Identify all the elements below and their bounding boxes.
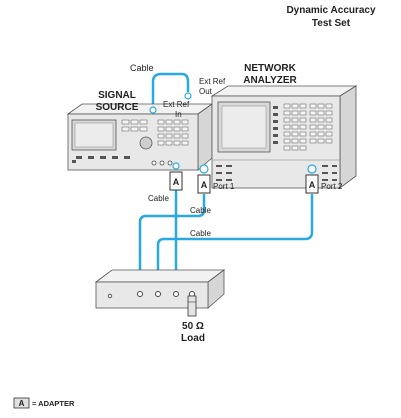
- fifty-ohm-load: [187, 295, 197, 317]
- ext-ref-out-label-1: Ext Ref: [199, 77, 226, 86]
- signal-source: [66, 103, 214, 171]
- ext-ref-in-connector: [149, 106, 157, 114]
- test-set-top: [94, 269, 226, 283]
- port1-label: Port 1: [213, 182, 235, 191]
- network-analyzer-label-1: NETWORK: [244, 63, 296, 74]
- port1-connector: [199, 164, 209, 174]
- cable-label-source: Cable: [148, 194, 169, 203]
- title-line2: Test Set: [312, 18, 351, 29]
- test-set-connectors: [137, 291, 179, 297]
- adapter-legend-symbol: A: [19, 399, 25, 408]
- port2-label: Port 2: [321, 182, 343, 191]
- adapter-port1-label: A: [201, 180, 208, 190]
- signal-source-power-switch: [72, 160, 76, 163]
- signal-source-connectors: [151, 160, 173, 166]
- signal-source-knob: [139, 136, 153, 150]
- adapter-port1: A: [197, 174, 211, 194]
- network-analyzer-port-arrows: [216, 165, 337, 181]
- ext-ref-out-label-2: Out: [199, 87, 213, 96]
- ext-ref-out-connector: [184, 92, 192, 100]
- network-analyzer-keypad: [283, 103, 333, 151]
- signal-source-rf-output: [172, 162, 180, 170]
- dynamic-accuracy-test-set: [94, 269, 226, 309]
- signal-source-top: [66, 103, 214, 115]
- cable-label-mid2: Cable: [190, 229, 211, 238]
- ext-ref-cable: [151, 72, 190, 108]
- network-analyzer-top: [210, 85, 358, 97]
- ext-ref-in-label-2: In: [175, 110, 182, 119]
- signal-source-label-1: SIGNAL: [98, 90, 136, 101]
- title-line1: Dynamic Accuracy: [286, 5, 376, 16]
- port2-connector: [307, 164, 317, 174]
- cable-label-top: Cable: [130, 63, 154, 73]
- load-word-label: Load: [181, 333, 205, 344]
- port1-to-testset-cable: [138, 194, 206, 282]
- cables: [138, 72, 314, 282]
- network-analyzer-side: [339, 85, 357, 189]
- adapter-port2: A: [305, 174, 319, 194]
- adapter-source: A: [169, 171, 183, 191]
- cable-label-mid1: Cable: [190, 206, 211, 215]
- adapter-port2-label: A: [309, 180, 316, 190]
- port2-to-testset-cable: [156, 194, 314, 282]
- network-analyzer-label-2: ANALYZER: [243, 75, 297, 86]
- network-analyzer-softkeys: [273, 106, 278, 144]
- adapter-legend: A = ADAPTER: [13, 397, 75, 409]
- signal-source-keypad: [121, 119, 189, 146]
- signal-source-side: [197, 103, 213, 171]
- signal-source-label-2: SOURCE: [96, 102, 139, 113]
- test-set-indicator: [107, 293, 113, 299]
- load-value-label: 50 Ω: [182, 321, 204, 332]
- signal-source-softkeys: [76, 156, 130, 159]
- ext-ref-in-label-1: Ext Ref: [163, 100, 190, 109]
- adapter-legend-box: [13, 397, 30, 409]
- adapter-legend-text: = ADAPTER: [32, 399, 75, 408]
- adapter-source-label: A: [173, 177, 180, 187]
- network-analyzer: [184, 85, 358, 189]
